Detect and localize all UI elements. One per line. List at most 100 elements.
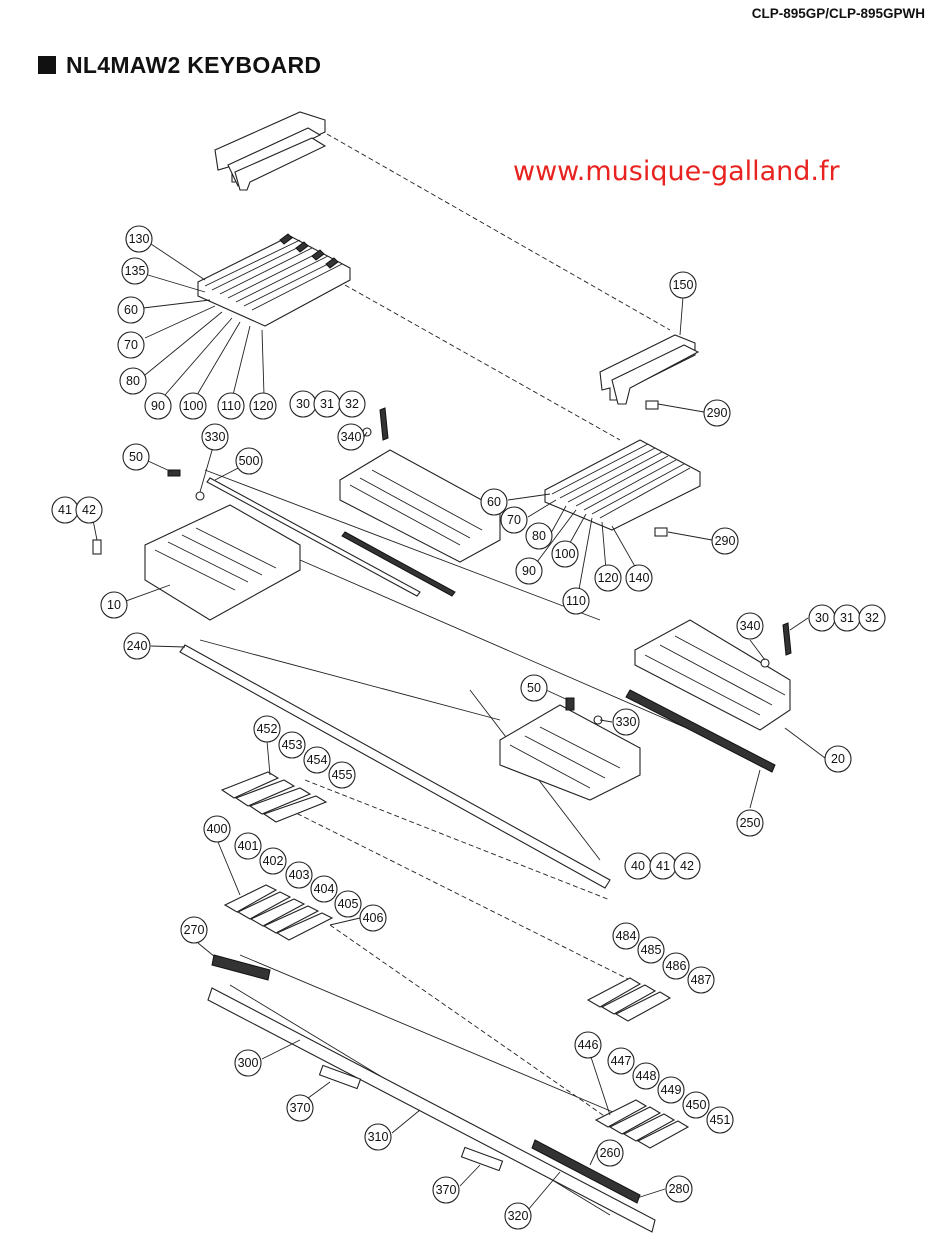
upper-key-frame [339, 407, 501, 563]
callout-450: 450 [682, 1091, 710, 1119]
callout-110: 110 [217, 392, 245, 420]
svg-text:41: 41 [58, 503, 72, 517]
callout-330b: 330 [612, 708, 640, 736]
upper-key-block [197, 233, 351, 327]
svg-text:135: 135 [125, 264, 146, 278]
svg-text:401: 401 [238, 839, 259, 853]
svg-text:485: 485 [641, 943, 662, 957]
svg-text:455: 455 [332, 768, 353, 782]
callout-150: 150 [669, 271, 697, 299]
svg-text:70: 70 [507, 513, 521, 527]
svg-text:449: 449 [661, 1083, 682, 1097]
callout-130: 130 [125, 225, 153, 253]
callout-401: 401 [234, 832, 262, 860]
left-key-frame [92, 469, 301, 621]
svg-text:70: 70 [124, 338, 138, 352]
callout-448: 448 [632, 1062, 660, 1090]
callout-40: 40 [624, 852, 652, 880]
svg-text:31: 31 [840, 611, 854, 625]
callout-140: 140 [625, 564, 653, 592]
key-rails [179, 477, 776, 889]
callout-370b: 370 [432, 1176, 460, 1204]
callout-486: 486 [662, 952, 690, 980]
svg-text:448: 448 [636, 1069, 657, 1083]
svg-text:406: 406 [363, 911, 384, 925]
svg-text:370: 370 [436, 1183, 457, 1197]
callout-485: 485 [637, 936, 665, 964]
callout-90b: 90 [515, 557, 543, 585]
callout-290b: 290 [711, 527, 739, 555]
callout-240: 240 [123, 632, 151, 660]
callout-31: 31 [313, 390, 341, 418]
callout-60b: 60 [480, 488, 508, 516]
top-hammer-assembly [214, 111, 327, 191]
callout-310: 310 [364, 1123, 392, 1151]
svg-text:30: 30 [815, 611, 829, 625]
svg-text:31: 31 [320, 397, 334, 411]
middle-key-block [544, 439, 701, 537]
svg-text:452: 452 [257, 722, 278, 736]
svg-text:32: 32 [865, 611, 879, 625]
svg-text:120: 120 [598, 571, 619, 585]
svg-text:140: 140 [629, 571, 650, 585]
svg-text:40: 40 [631, 859, 645, 873]
callout-451: 451 [706, 1106, 734, 1134]
callout-453: 453 [278, 731, 306, 759]
callout-500: 500 [235, 447, 263, 475]
callout-30b: 30 [808, 604, 836, 632]
svg-text:290: 290 [707, 406, 728, 420]
svg-text:41: 41 [656, 859, 670, 873]
callout-31b: 31 [833, 604, 861, 632]
svg-text:120: 120 [253, 399, 274, 413]
callout-449: 449 [657, 1076, 685, 1104]
lower-key-frame [499, 697, 641, 801]
callout-50: 50 [122, 443, 150, 471]
svg-text:487: 487 [691, 973, 712, 987]
callout-452: 452 [253, 715, 281, 743]
callout-50b: 50 [520, 674, 548, 702]
svg-text:404: 404 [314, 882, 335, 896]
callout-280: 280 [665, 1175, 693, 1203]
svg-text:110: 110 [221, 399, 241, 413]
callout-400: 400 [203, 815, 231, 843]
callout-330: 330 [201, 423, 229, 451]
svg-text:80: 80 [126, 374, 140, 388]
callout-446: 446 [574, 1031, 602, 1059]
svg-text:100: 100 [555, 547, 576, 561]
callout-80: 80 [119, 367, 147, 395]
svg-text:20: 20 [831, 752, 845, 766]
callout-404: 404 [310, 875, 338, 903]
callout-20: 20 [824, 745, 852, 773]
callout-100: 100 [179, 392, 207, 420]
svg-text:90: 90 [151, 399, 165, 413]
hammer-arm-groups [220, 771, 690, 1149]
callout-370: 370 [286, 1094, 314, 1122]
svg-text:260: 260 [600, 1146, 621, 1160]
callout-487: 487 [687, 966, 715, 994]
svg-text:30: 30 [296, 397, 310, 411]
callout-135: 135 [121, 257, 149, 285]
callout-41b: 41 [649, 852, 677, 880]
callout-32: 32 [338, 390, 366, 418]
callout-454: 454 [303, 746, 331, 774]
svg-text:90: 90 [522, 564, 536, 578]
svg-text:130: 130 [129, 232, 150, 246]
svg-text:270: 270 [184, 923, 205, 937]
svg-text:42: 42 [82, 503, 96, 517]
svg-text:340: 340 [740, 619, 761, 633]
callout-32b: 32 [858, 604, 886, 632]
callout-403: 403 [285, 861, 313, 889]
svg-text:453: 453 [282, 738, 303, 752]
svg-text:450: 450 [686, 1098, 707, 1112]
callout-42: 42 [75, 496, 103, 524]
svg-text:60: 60 [124, 303, 138, 317]
svg-text:405: 405 [338, 897, 359, 911]
callout-290: 290 [703, 399, 731, 427]
svg-text:402: 402 [263, 854, 284, 868]
callout-340: 340 [337, 423, 365, 451]
callout-340b: 340 [736, 612, 764, 640]
callout-leaders [92, 243, 826, 1211]
callout-260: 260 [596, 1139, 624, 1167]
svg-text:300: 300 [238, 1056, 259, 1070]
svg-text:330: 330 [616, 715, 637, 729]
